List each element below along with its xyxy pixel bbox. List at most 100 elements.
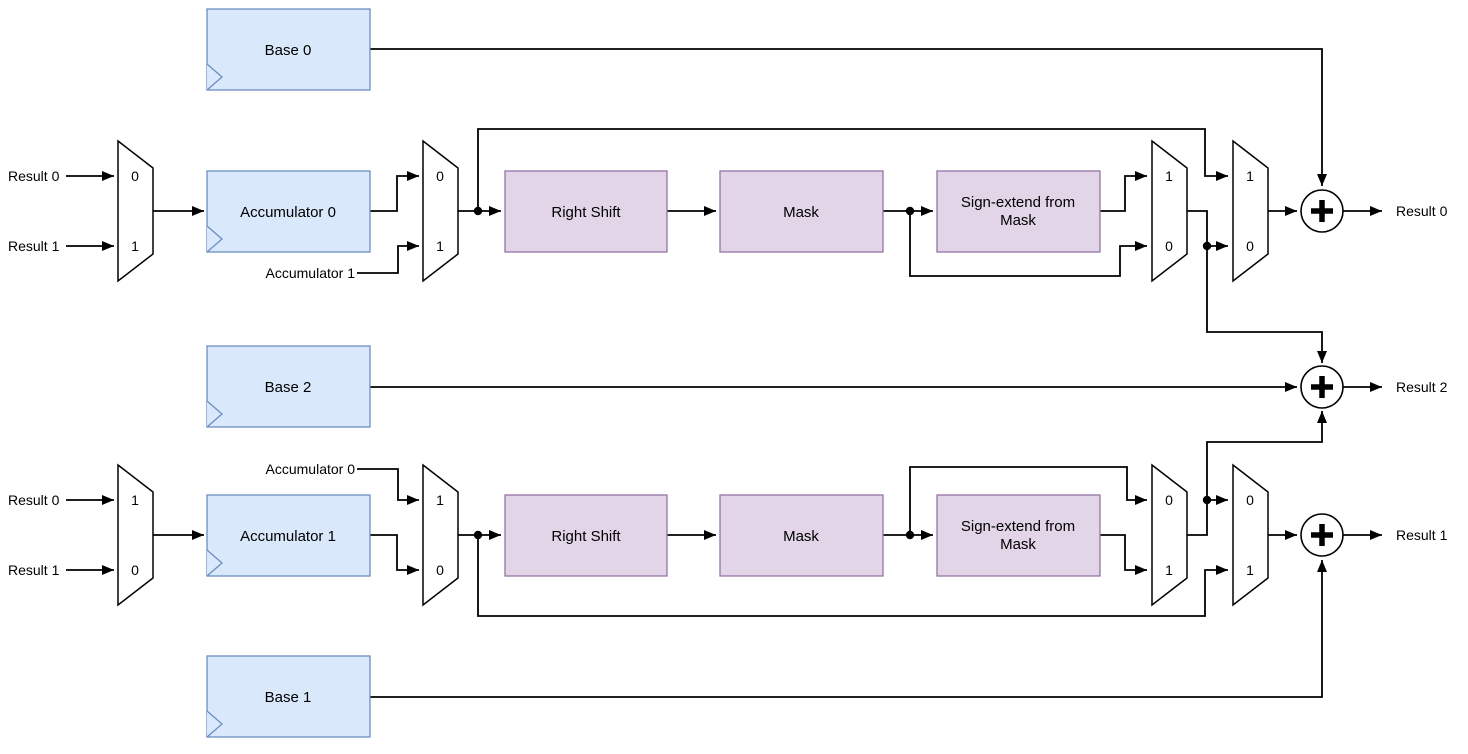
input-label-result1-upper: Result 1 bbox=[8, 238, 60, 254]
register-base-2: Base 2 bbox=[206, 345, 371, 428]
block-box bbox=[504, 170, 668, 253]
mux-output-select-lower: 0 1 bbox=[1232, 463, 1269, 607]
wire-signextend-to-mux3-upper bbox=[1100, 171, 1147, 212]
block-box bbox=[936, 170, 1101, 253]
mux-shape bbox=[1232, 139, 1269, 283]
junction-dot bbox=[1202, 495, 1212, 505]
block-right-shift-upper: Right Shift bbox=[504, 170, 668, 253]
mux-result-select-lower: 1 0 bbox=[117, 463, 154, 607]
mux-output-select-upper: 1 0 bbox=[1232, 139, 1269, 283]
mux-input-1-label: 1 bbox=[1246, 562, 1254, 578]
mux-operand-select-lower: 1 0 bbox=[422, 463, 459, 607]
adder-result-0 bbox=[1300, 189, 1344, 233]
mux-input-1-label: 1 bbox=[1165, 562, 1173, 578]
port-labels: Result 0 Result 1 Result 0 Result 1 Accu… bbox=[8, 168, 1448, 578]
mux-shape bbox=[1232, 463, 1269, 607]
plus-icon bbox=[1311, 524, 1333, 546]
block-box bbox=[719, 170, 884, 253]
register-box bbox=[206, 345, 371, 428]
mux-sign-select-lower: 0 1 bbox=[1151, 463, 1188, 607]
mux-input-0-label: 0 bbox=[131, 168, 139, 184]
register-box bbox=[206, 170, 371, 253]
wire-signextend-to-mux3-lower bbox=[1100, 534, 1147, 575]
wire-mux3-to-mux4-upper bbox=[1187, 210, 1228, 251]
clock-edge-icon bbox=[206, 549, 223, 577]
wire-mux3-lower-to-adder2 bbox=[1206, 411, 1327, 500]
junction-dot bbox=[905, 530, 915, 540]
mux-shape bbox=[1151, 139, 1188, 283]
wires bbox=[66, 48, 1382, 698]
block-label-line1: Sign-extend from bbox=[961, 518, 1075, 535]
clock-edge-icon bbox=[206, 225, 223, 253]
wire-acc0-to-mux2-in0 bbox=[370, 171, 419, 212]
input-label-result0-lower: Result 0 bbox=[8, 492, 60, 508]
mux-operand-select-upper: 0 1 bbox=[422, 139, 459, 283]
junction-dot bbox=[905, 206, 915, 216]
register-box bbox=[206, 494, 371, 577]
wire-acc0label-to-mux2-in1-lower bbox=[357, 468, 419, 505]
output-label-result0: Result 0 bbox=[1396, 203, 1448, 219]
mux-sign-select-upper: 1 0 bbox=[1151, 139, 1188, 283]
block-label: Right Shift bbox=[551, 204, 621, 221]
junction-dot bbox=[473, 206, 483, 216]
junction-dot bbox=[473, 530, 483, 540]
block-label-line2: Mask bbox=[1000, 212, 1036, 229]
mux-input-0-label: 0 bbox=[131, 562, 139, 578]
register-label: Base 0 bbox=[265, 42, 312, 59]
register-box bbox=[206, 8, 371, 91]
clock-edge-icon bbox=[206, 63, 223, 91]
wire-bypass-lower bbox=[477, 535, 1228, 617]
register-accumulator-0: Accumulator 0 bbox=[206, 170, 371, 253]
wire-mux3-to-mux4-lower bbox=[1187, 495, 1228, 536]
mux-input-0-label: 0 bbox=[1246, 492, 1254, 508]
block-box bbox=[936, 494, 1101, 577]
block-label: Mask bbox=[783, 528, 819, 545]
junction-dot bbox=[1202, 241, 1212, 251]
mux-input-1-label: 1 bbox=[131, 238, 139, 254]
register-label: Accumulator 0 bbox=[240, 204, 336, 221]
plus-icon bbox=[1311, 200, 1333, 222]
clock-edge-icon bbox=[206, 710, 223, 738]
mux-input-0-label: 0 bbox=[1246, 238, 1254, 254]
mux-shape bbox=[117, 463, 154, 607]
wire-label-accumulator1: Accumulator 1 bbox=[266, 265, 356, 281]
block-mask-upper: Mask bbox=[719, 170, 884, 253]
block-label-line2: Mask bbox=[1000, 536, 1036, 553]
mux-input-0-label: 0 bbox=[436, 562, 444, 578]
block-sign-extend-lower: Sign-extend from Mask bbox=[936, 494, 1101, 577]
register-box bbox=[206, 655, 371, 738]
plus-icon bbox=[1311, 376, 1333, 398]
mux-input-1-label: 1 bbox=[1165, 168, 1173, 184]
block-label: Mask bbox=[783, 204, 819, 221]
wire-bypass-upper bbox=[477, 128, 1228, 211]
mux-input-0-label: 0 bbox=[1165, 492, 1173, 508]
register-accumulator-1: Accumulator 1 bbox=[206, 494, 371, 577]
mux-shape bbox=[422, 463, 459, 607]
mux-input-1-label: 1 bbox=[131, 492, 139, 508]
block-right-shift-lower: Right Shift bbox=[504, 494, 668, 577]
wire-mask-bypass-lower bbox=[909, 466, 1147, 535]
block-mask-lower: Mask bbox=[719, 494, 884, 577]
clock-edge-icon bbox=[206, 400, 223, 428]
register-base-1: Base 1 bbox=[206, 655, 371, 738]
mux-shape bbox=[422, 139, 459, 283]
wire-mask-bypass-upper bbox=[909, 211, 1147, 277]
wire-label-accumulator0: Accumulator 0 bbox=[266, 461, 356, 477]
mux-shape bbox=[1151, 463, 1188, 607]
adder-result-1 bbox=[1300, 513, 1344, 557]
wire-base0-to-adder0 bbox=[370, 48, 1327, 186]
input-label-result0-upper: Result 0 bbox=[8, 168, 60, 184]
register-label: Base 1 bbox=[265, 689, 312, 706]
mux-input-0-label: 0 bbox=[1165, 238, 1173, 254]
block-box bbox=[719, 494, 884, 577]
register-label: Accumulator 1 bbox=[240, 528, 336, 545]
block-box bbox=[504, 494, 668, 577]
register-label: Base 2 bbox=[265, 379, 312, 396]
mux-result-select-upper: 0 1 bbox=[117, 139, 154, 283]
wire-base1-to-adder1 bbox=[370, 560, 1327, 698]
wire-acc1label-to-mux2-in1 bbox=[357, 241, 419, 274]
mux-input-0-label: 0 bbox=[436, 168, 444, 184]
block-label-line1: Sign-extend from bbox=[961, 194, 1075, 211]
mux-shape bbox=[117, 139, 154, 283]
